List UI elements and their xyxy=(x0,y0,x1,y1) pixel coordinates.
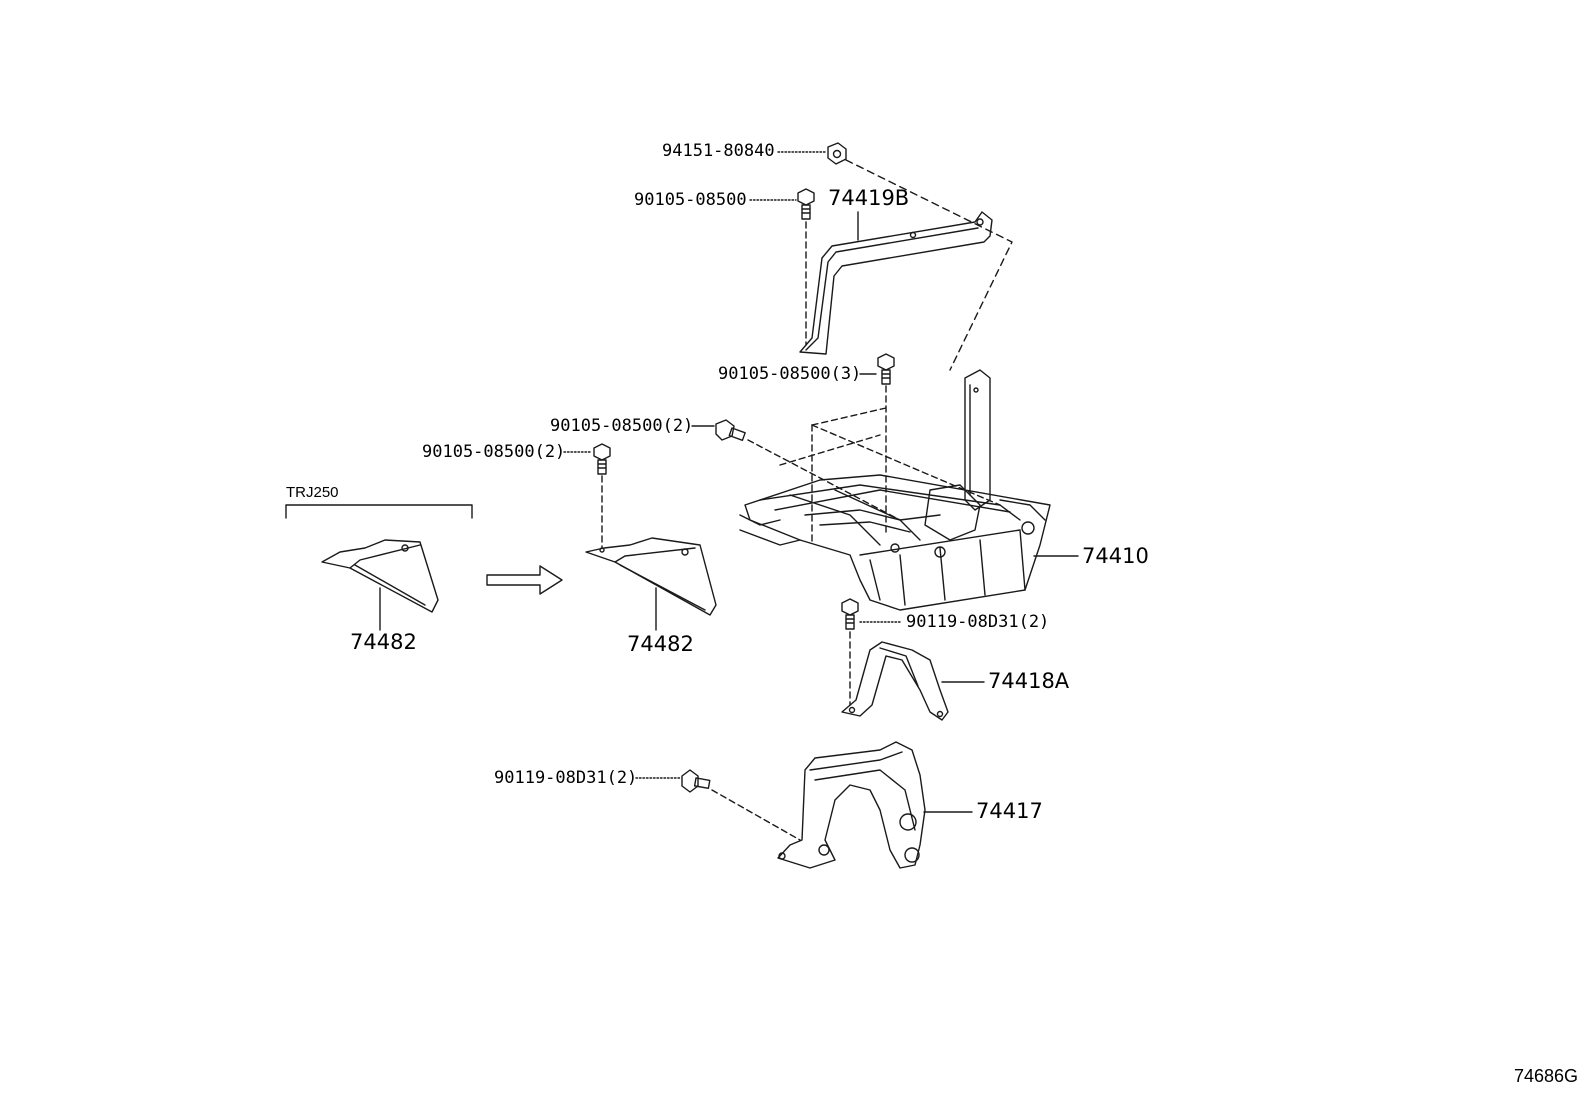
diagram-reference-code: 74686G xyxy=(1513,1066,1578,1086)
label-trj250: TRJ250 xyxy=(286,484,339,501)
label-90119-08d31-a: 90119-08D31(2) xyxy=(906,612,1050,632)
clamp-74419b xyxy=(799,211,993,355)
bolt-90105-3-icon xyxy=(877,353,895,385)
label-90105-08500-3: 90105-08500(3) xyxy=(718,364,862,384)
label-74410: 74410 xyxy=(1082,544,1149,568)
bolt-90105-top-icon xyxy=(797,188,815,220)
bolt-90119-b-icon xyxy=(681,769,711,793)
label-74482-right: 74482 xyxy=(627,632,694,656)
label-74418a: 74418A xyxy=(988,669,1070,693)
label-90105-08500-top: 90105-08500 xyxy=(634,190,747,210)
arrow-icon xyxy=(486,565,563,595)
bracket-74418a xyxy=(841,641,949,721)
bracket-74417 xyxy=(777,741,926,869)
part-74482-right xyxy=(585,537,717,616)
label-74417: 74417 xyxy=(976,799,1043,823)
battery-tray-74410 xyxy=(739,369,1051,611)
bolt-90105-2a-icon xyxy=(715,419,746,442)
part-74482-left xyxy=(321,539,439,613)
bolt-90105-2b-icon xyxy=(593,443,611,475)
label-90105-08500-2a: 90105-08500(2) xyxy=(550,416,694,436)
label-90119-08d31-b: 90119-08D31(2) xyxy=(494,768,638,788)
label-74419b: 74419B xyxy=(828,186,910,210)
label-94151-80840: 94151-80840 xyxy=(662,141,775,161)
nut-94151-icon xyxy=(827,142,847,165)
label-90105-08500-2b: 90105-08500(2) xyxy=(422,442,566,462)
label-74482-left: 74482 xyxy=(350,630,417,654)
bolt-90119-a-icon xyxy=(841,598,859,630)
